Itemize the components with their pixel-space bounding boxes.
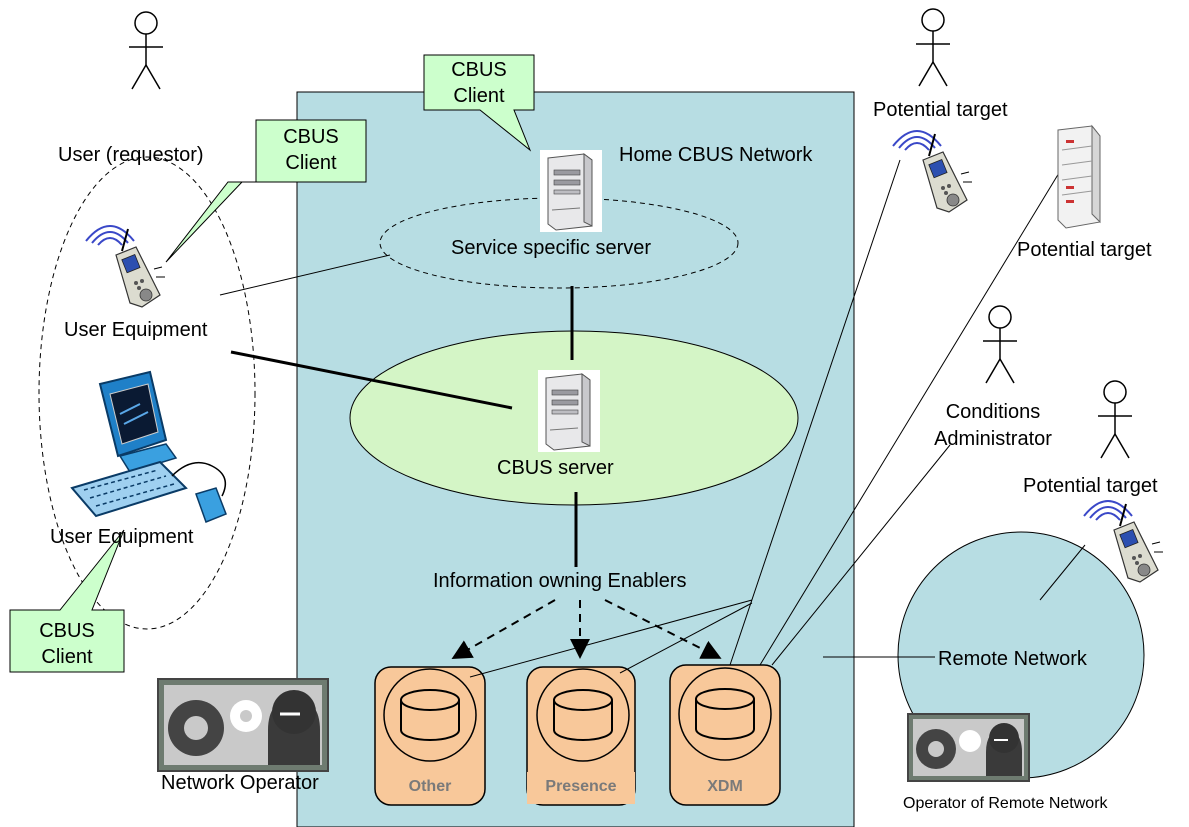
- enabler-xdm-label: XDM: [707, 778, 743, 795]
- service-server-icon: [539, 149, 603, 233]
- user-requestor-label: User (requestor): [58, 144, 204, 166]
- ue-to-cbus-link: [230, 350, 513, 410]
- potential-target-label-1: Potential target: [873, 99, 1008, 121]
- enabler-other-label: Other: [408, 778, 452, 795]
- enabler-other-box: [374, 666, 486, 806]
- user-equipment-label-1: User Equipment: [64, 319, 208, 341]
- target2-line: [759, 167, 1063, 666]
- arrow-to-other: [451, 599, 556, 659]
- potential-target-label-2: Potential target: [1017, 239, 1152, 261]
- target1-line: [729, 159, 901, 666]
- callout-client-1: [423, 54, 535, 152]
- network-operator-label: Network Operator: [161, 772, 319, 794]
- info-enablers-label: Information owning Enablers: [433, 570, 687, 592]
- home-network-label: Home CBUS Network: [619, 144, 813, 166]
- conditions-admin-label-2: Administrator: [934, 428, 1052, 450]
- admin-line: [771, 444, 951, 666]
- enabler-presence-label: Presence: [545, 778, 617, 795]
- target-phone-icon-1: [892, 130, 973, 213]
- network-operator-image: [157, 678, 329, 772]
- callout-client-1-line1: CBUS: [451, 59, 507, 81]
- user-person-icon: [128, 11, 164, 90]
- service-server-label: Service specific server: [451, 237, 652, 259]
- conditions-admin-label-1: Conditions: [945, 401, 1041, 423]
- callout-client-3-line2: Client: [41, 646, 93, 668]
- callout-client-3: [9, 529, 125, 673]
- arrow-to-xdm: [604, 599, 722, 659]
- callout-client-2-line1: CBUS: [283, 126, 339, 148]
- potential-target-label-3: Potential target: [1023, 475, 1158, 497]
- remote-network-label: Remote Network: [938, 648, 1087, 670]
- rack-equipment-icon: [1057, 124, 1101, 229]
- admin-person-icon: [982, 305, 1018, 384]
- ue-to-service-link: [219, 254, 391, 296]
- cbus-server-icon: [537, 369, 601, 453]
- callout-client-3-line1: CBUS: [39, 620, 95, 642]
- remote-operator-image: [907, 713, 1030, 782]
- enabler-xdm-box: [669, 664, 781, 806]
- remote-target-line: [1039, 544, 1086, 601]
- callout-client-1-line2: Client: [453, 85, 505, 107]
- user-equipment-group: [38, 156, 256, 630]
- target-person-icon-1: [915, 8, 951, 87]
- cbus-server-label: CBUS server: [497, 457, 614, 479]
- callout-client-2: [165, 119, 367, 263]
- user-equipment-label-2: User Equipment: [50, 526, 194, 548]
- operator-remote-label: Operator of Remote Network: [903, 795, 1108, 812]
- target-person-icon-3: [1097, 380, 1133, 459]
- callout-client-2-line2: Client: [285, 152, 337, 174]
- service-server-ellipse: [379, 197, 739, 289]
- computer-icon: [70, 370, 227, 523]
- user-phone-icon: [85, 225, 166, 308]
